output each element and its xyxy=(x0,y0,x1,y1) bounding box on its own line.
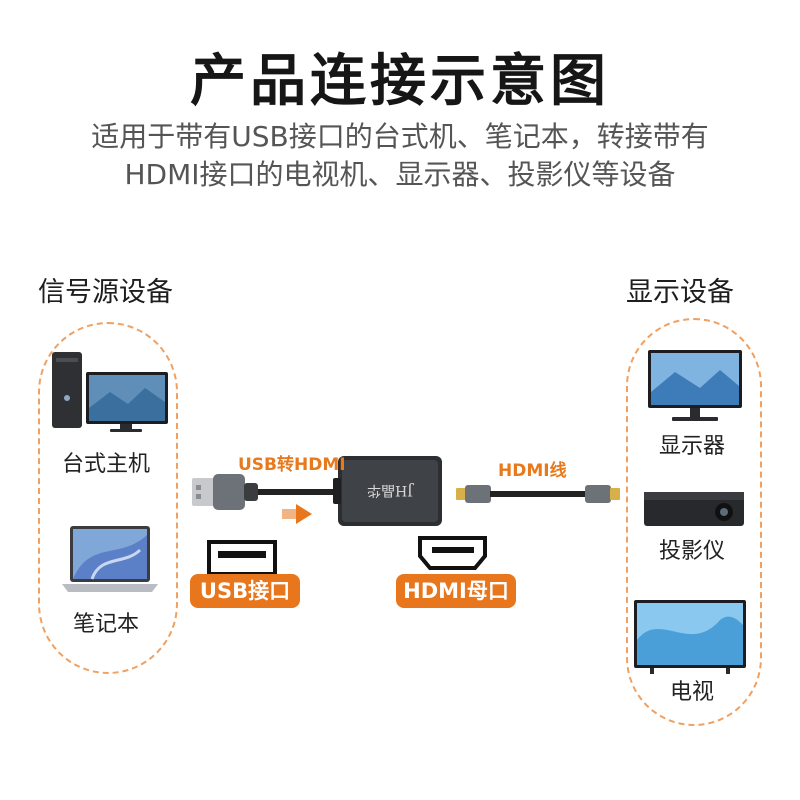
tv-icon xyxy=(634,600,746,674)
display-monitor-icon xyxy=(648,350,742,421)
page-title: 产品连接示意图 xyxy=(190,49,610,114)
subtitle-line-2: HDMI接口的电视机、显示器、投影仪等设备 xyxy=(124,158,676,191)
hdmi-port-label: HDMI母口 xyxy=(396,574,516,608)
projector-icon xyxy=(644,492,744,526)
source-section-label: 信号源设备 xyxy=(38,277,173,308)
display-section-label: 显示设备 xyxy=(626,277,734,308)
subtitle-line-1: 适用于带有USB接口的台式机、笔记本，转接带有 xyxy=(91,120,709,153)
display-device-monitor: 显示器 xyxy=(658,434,725,459)
adapter-logo: JH晶华 xyxy=(367,482,415,498)
display-devices-group xyxy=(626,318,762,726)
direction-arrow-icon xyxy=(282,504,312,524)
usb-port-label: USB接口 xyxy=(190,574,300,608)
source-devices-group xyxy=(38,322,178,674)
adapter-body xyxy=(333,456,442,526)
hdmi-cable-label: HDMI线 xyxy=(498,461,567,481)
usb-port-icon xyxy=(207,540,277,576)
desktop-monitor-icon xyxy=(86,372,168,432)
laptop-icon xyxy=(62,526,158,592)
source-device-laptop: 笔记本 xyxy=(72,612,139,637)
source-device-desktop: 台式主机 xyxy=(61,452,150,477)
page-subtitle: 适用于带有USB接口的台式机、笔记本，转接带有 HDMI接口的电视机、显示器、投… xyxy=(40,118,760,194)
hdmi-cable xyxy=(456,485,620,503)
adapter-name-label: USB转HDMI xyxy=(238,455,346,475)
display-device-projector: 投影仪 xyxy=(658,539,725,564)
display-device-tv: 电视 xyxy=(669,680,714,705)
usb-plug-icon xyxy=(192,474,258,510)
desktop-tower-icon xyxy=(52,352,82,428)
hdmi-port-icon xyxy=(418,536,487,570)
